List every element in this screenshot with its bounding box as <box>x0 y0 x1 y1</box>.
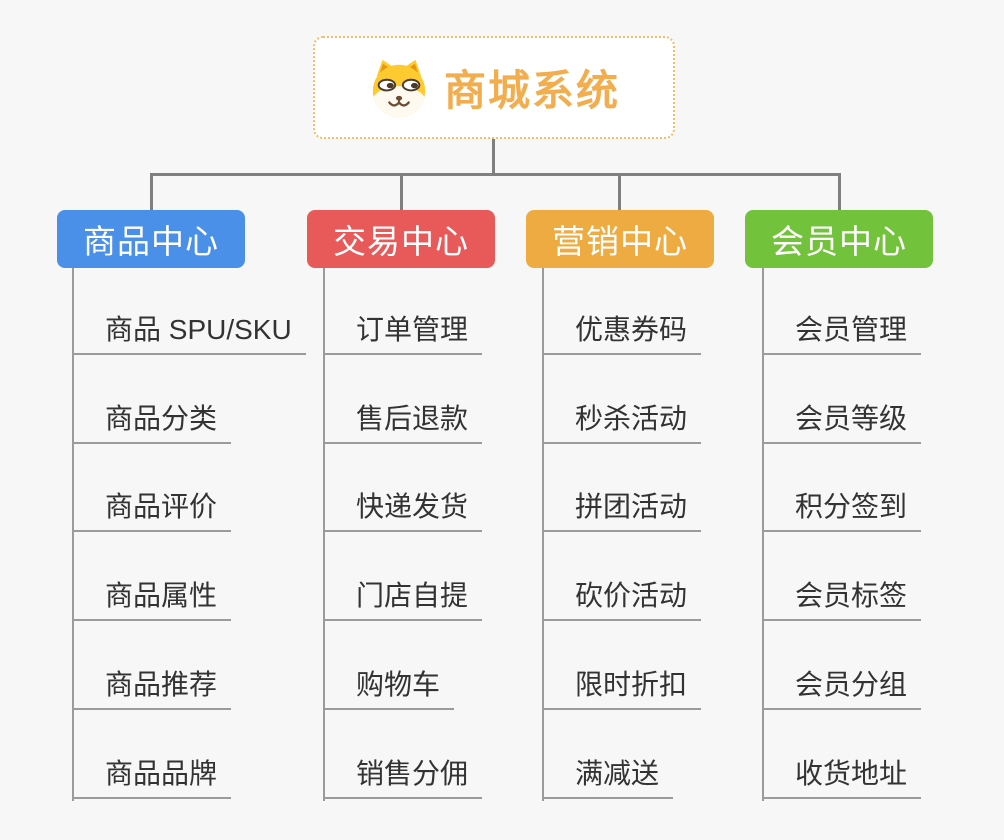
leaf-item[interactable]: 门店自提 <box>323 576 483 621</box>
leaf-item[interactable]: 商品 SPU/SKU <box>72 310 306 355</box>
leaf-item[interactable]: 积分签到 <box>762 487 922 532</box>
leaf-item[interactable]: 订单管理 <box>323 310 483 355</box>
doge-icon <box>372 59 426 117</box>
connector-drop-1 <box>150 173 153 210</box>
root-node[interactable]: 商城系统 <box>313 36 675 139</box>
leaf-item[interactable]: 优惠券码 <box>542 310 702 355</box>
leaf-item[interactable]: 限时折扣 <box>542 665 702 710</box>
leaf-item[interactable]: 拼团活动 <box>542 487 702 532</box>
leaf-item[interactable]: 秒杀活动 <box>542 399 702 444</box>
leaf-item[interactable]: 商品属性 <box>72 576 232 621</box>
branch-node-marketing-center[interactable]: 营销中心 <box>526 210 714 268</box>
leaf-item[interactable]: 商品品牌 <box>72 754 232 799</box>
leaf-item[interactable]: 会员标签 <box>762 576 922 621</box>
leaf-item[interactable]: 售后退款 <box>323 399 483 444</box>
leaf-item[interactable]: 满减送 <box>542 754 674 799</box>
leaf-item[interactable]: 会员管理 <box>762 310 922 355</box>
leaf-item[interactable]: 会员分组 <box>762 665 922 710</box>
branch-spine-2 <box>323 268 325 801</box>
branch-spine-1 <box>72 268 74 801</box>
branch-spine-4 <box>762 268 764 801</box>
root-title: 商城系统 <box>443 67 620 114</box>
leaf-item[interactable]: 商品分类 <box>72 399 232 444</box>
connector-drop-2 <box>400 173 403 210</box>
leaf-item[interactable]: 会员等级 <box>762 399 922 444</box>
leaf-item[interactable]: 商品评价 <box>72 487 232 532</box>
connector-horizontal <box>150 173 841 176</box>
branch-node-product-center[interactable]: 商品中心 <box>57 210 245 268</box>
branch-node-trade-center[interactable]: 交易中心 <box>307 210 495 268</box>
leaf-item[interactable]: 商品推荐 <box>72 665 232 710</box>
leaf-item[interactable]: 销售分佣 <box>323 754 483 799</box>
leaf-item[interactable]: 收货地址 <box>762 754 922 799</box>
leaf-item[interactable]: 购物车 <box>323 665 455 710</box>
connector-drop-3 <box>618 173 621 210</box>
leaf-item[interactable]: 快递发货 <box>323 487 483 532</box>
branch-spine-3 <box>542 268 544 801</box>
branch-node-member-center[interactable]: 会员中心 <box>745 210 933 268</box>
connector-root-stem <box>492 139 495 174</box>
leaf-item[interactable]: 砍价活动 <box>542 576 702 621</box>
connector-drop-4 <box>838 173 841 210</box>
